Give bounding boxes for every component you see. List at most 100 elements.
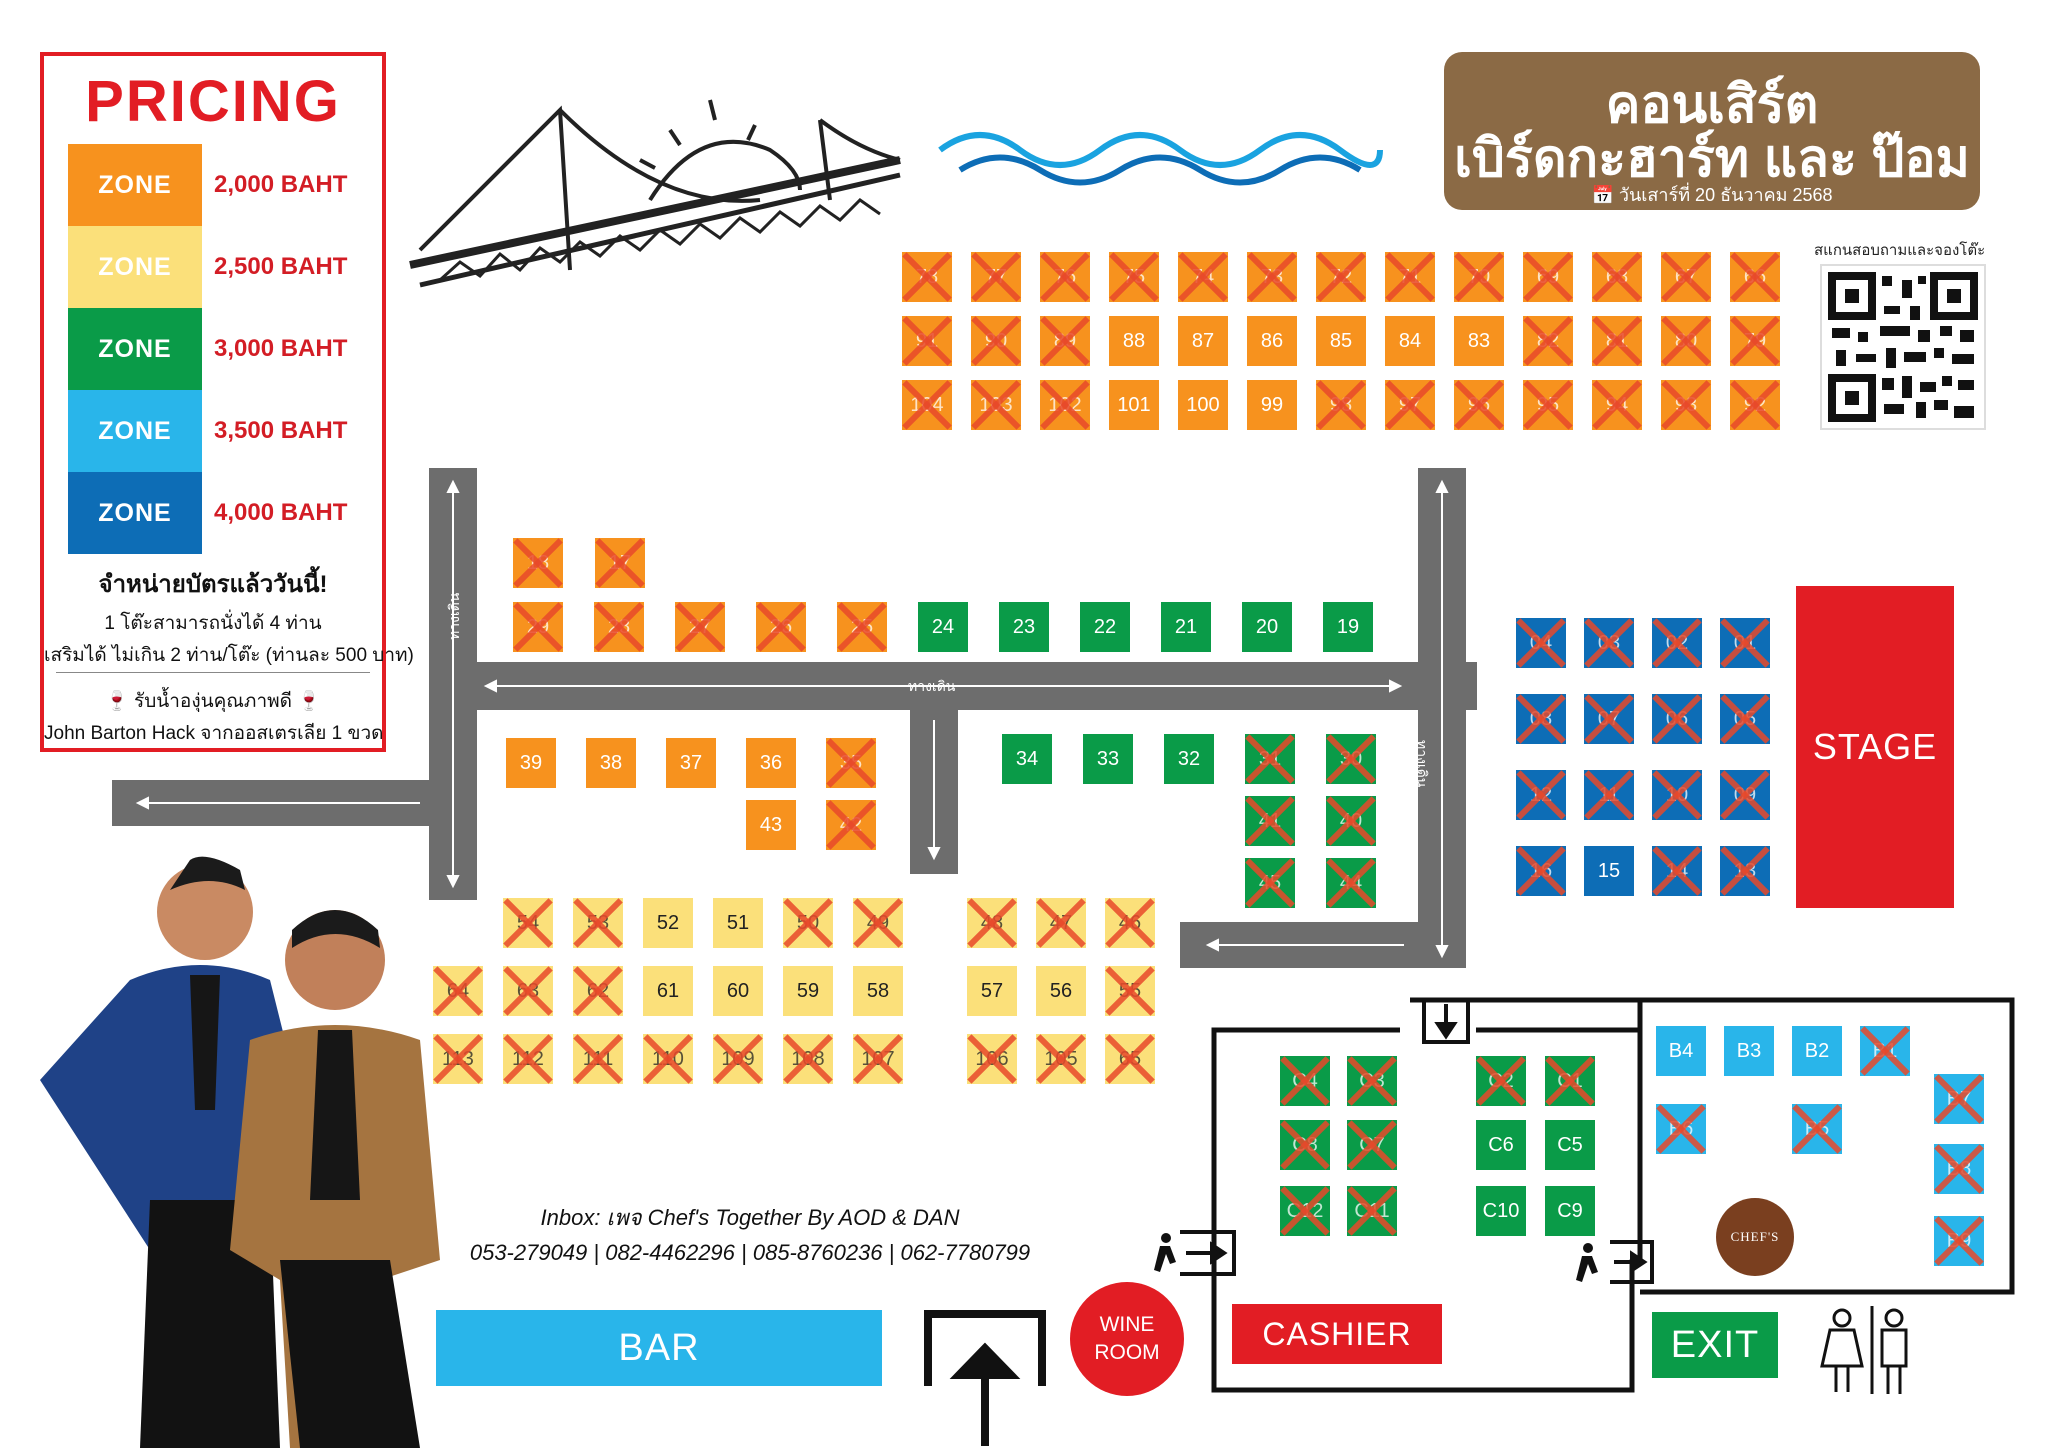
table-42[interactable]: 42	[826, 800, 876, 850]
table-56[interactable]: 56	[1036, 966, 1086, 1016]
table-83[interactable]: 83	[1454, 316, 1504, 366]
table-105[interactable]: 105	[1036, 1034, 1086, 1084]
qr-code[interactable]	[1820, 264, 1986, 430]
table-20[interactable]: 20	[1242, 602, 1292, 652]
table-70[interactable]: 70	[1454, 252, 1504, 302]
table-103[interactable]: 103	[971, 380, 1021, 430]
table-75[interactable]: 75	[1109, 252, 1159, 302]
table-35[interactable]: 35	[826, 738, 876, 788]
table-b1[interactable]: B1	[1860, 1026, 1910, 1076]
table-22[interactable]: 22	[1080, 602, 1130, 652]
table-111[interactable]: 111	[573, 1034, 623, 1084]
table-12[interactable]: 12	[1516, 770, 1566, 820]
table-c7[interactable]: C7	[1347, 1120, 1397, 1170]
table-78[interactable]: 78	[902, 252, 952, 302]
table-24[interactable]: 24	[918, 602, 968, 652]
table-b6[interactable]: B6	[1656, 1104, 1706, 1154]
table-c8[interactable]: C8	[1280, 1120, 1330, 1170]
table-37[interactable]: 37	[666, 738, 716, 788]
table-107[interactable]: 107	[853, 1034, 903, 1084]
table-52[interactable]: 52	[643, 898, 693, 948]
table-74[interactable]: 74	[1178, 252, 1228, 302]
table-94[interactable]: 94	[1592, 380, 1642, 430]
table-38[interactable]: 38	[586, 738, 636, 788]
table-b5[interactable]: B5	[1792, 1104, 1842, 1154]
table-45[interactable]: 45	[1245, 858, 1295, 908]
table-04[interactable]: 04	[1516, 618, 1566, 668]
table-86[interactable]: 86	[1247, 316, 1297, 366]
table-112[interactable]: 112	[503, 1034, 553, 1084]
table-62[interactable]: 62	[573, 966, 623, 1016]
table-11[interactable]: 11	[1584, 770, 1634, 820]
table-85[interactable]: 85	[1316, 316, 1366, 366]
table-09[interactable]: 09	[1720, 770, 1770, 820]
table-02[interactable]: 02	[1652, 618, 1702, 668]
table-104[interactable]: 104	[902, 380, 952, 430]
table-89[interactable]: 89	[1040, 316, 1090, 366]
table-96[interactable]: 96	[1454, 380, 1504, 430]
table-84[interactable]: 84	[1385, 316, 1435, 366]
table-17[interactable]: 17	[595, 538, 645, 588]
table-c4[interactable]: C4	[1280, 1056, 1330, 1106]
table-69[interactable]: 69	[1523, 252, 1573, 302]
table-b4[interactable]: B4	[1656, 1026, 1706, 1076]
table-63[interactable]: 63	[503, 966, 553, 1016]
table-77[interactable]: 77	[971, 252, 1021, 302]
table-b2[interactable]: B2	[1792, 1026, 1842, 1076]
table-102[interactable]: 102	[1040, 380, 1090, 430]
table-32[interactable]: 32	[1164, 734, 1214, 784]
table-60[interactable]: 60	[713, 966, 763, 1016]
table-b9[interactable]: B9	[1934, 1216, 1984, 1266]
table-39[interactable]: 39	[506, 738, 556, 788]
table-110[interactable]: 110	[643, 1034, 693, 1084]
table-31[interactable]: 31	[1245, 734, 1295, 784]
table-51[interactable]: 51	[713, 898, 763, 948]
table-23[interactable]: 23	[999, 602, 1049, 652]
table-03[interactable]: 03	[1584, 618, 1634, 668]
table-109[interactable]: 109	[713, 1034, 763, 1084]
table-c5[interactable]: C5	[1545, 1120, 1595, 1170]
table-c1[interactable]: C1	[1545, 1056, 1595, 1106]
table-06[interactable]: 06	[1652, 694, 1702, 744]
table-05[interactable]: 05	[1720, 694, 1770, 744]
table-90[interactable]: 90	[971, 316, 1021, 366]
table-101[interactable]: 101	[1109, 380, 1159, 430]
table-33[interactable]: 33	[1083, 734, 1133, 784]
table-30[interactable]: 30	[1326, 734, 1376, 784]
table-80[interactable]: 80	[1661, 316, 1711, 366]
table-47[interactable]: 47	[1036, 898, 1086, 948]
table-73[interactable]: 73	[1247, 252, 1297, 302]
table-67[interactable]: 67	[1661, 252, 1711, 302]
table-81[interactable]: 81	[1592, 316, 1642, 366]
table-57[interactable]: 57	[967, 966, 1017, 1016]
table-92[interactable]: 92	[1730, 380, 1780, 430]
table-14[interactable]: 14	[1652, 846, 1702, 896]
table-16[interactable]: 16	[1516, 846, 1566, 896]
table-08[interactable]: 08	[1516, 694, 1566, 744]
table-10[interactable]: 10	[1652, 770, 1702, 820]
table-26[interactable]: 26	[756, 602, 806, 652]
table-b8[interactable]: B8	[1934, 1144, 1984, 1194]
table-59[interactable]: 59	[783, 966, 833, 1016]
table-113[interactable]: 113	[433, 1034, 483, 1084]
table-b7[interactable]: B7	[1934, 1074, 1984, 1124]
table-50[interactable]: 50	[783, 898, 833, 948]
table-88[interactable]: 88	[1109, 316, 1159, 366]
table-21[interactable]: 21	[1161, 602, 1211, 652]
table-64[interactable]: 64	[433, 966, 483, 1016]
table-79[interactable]: 79	[1730, 316, 1780, 366]
table-34[interactable]: 34	[1002, 734, 1052, 784]
table-41[interactable]: 41	[1245, 796, 1295, 846]
table-01[interactable]: 01	[1720, 618, 1770, 668]
table-25[interactable]: 25	[837, 602, 887, 652]
table-76[interactable]: 76	[1040, 252, 1090, 302]
table-c2[interactable]: C2	[1476, 1056, 1526, 1106]
table-13[interactable]: 13	[1720, 846, 1770, 896]
table-61[interactable]: 61	[643, 966, 693, 1016]
table-53[interactable]: 53	[573, 898, 623, 948]
table-49[interactable]: 49	[853, 898, 903, 948]
table-28[interactable]: 28	[594, 602, 644, 652]
table-c3[interactable]: C3	[1347, 1056, 1397, 1106]
table-c10[interactable]: C10	[1476, 1186, 1526, 1236]
table-97[interactable]: 97	[1385, 380, 1435, 430]
